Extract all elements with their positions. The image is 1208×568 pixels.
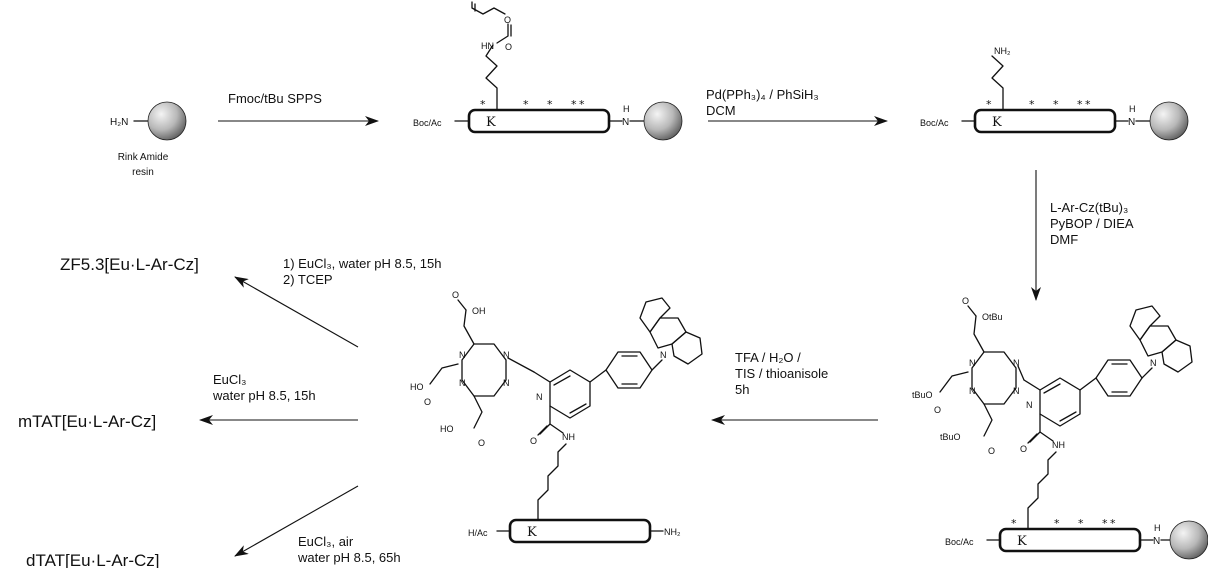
step3-line2: PyBOP / DIEA	[1050, 216, 1134, 231]
nh-h-3: H	[1154, 523, 1161, 533]
product-2-name: mTAT[Eu·L-Ar-Cz]	[18, 412, 156, 431]
ester-o-1b: O	[934, 405, 941, 415]
nh-n-3: N	[1153, 536, 1160, 547]
star-3a: *	[1011, 517, 1017, 530]
star-1b: *	[523, 98, 529, 111]
lys-4: K	[527, 525, 537, 540]
resin-caption-1: Rink Amide	[118, 152, 169, 163]
lys-nh2: NH₂	[994, 46, 1011, 56]
ester-o-1c: O	[988, 446, 995, 456]
step2-line1: Pd(PPh₃)₄ / PhSiH₃	[706, 87, 819, 102]
product-1-cond1: 1) EuCl₃, water pH 8.5, 15h	[283, 256, 441, 271]
lys-1: K	[486, 115, 496, 130]
amide-o-2: O	[530, 436, 537, 446]
acid-o-2b: O	[424, 397, 431, 407]
resin-bead-4	[1169, 520, 1208, 560]
alloc-o-ether: O	[504, 15, 511, 25]
cyclen-n-1a: N	[969, 358, 976, 368]
nh-n-1: N	[622, 117, 629, 128]
product-3-name: dTAT[Eu·L-Ar-Cz]	[26, 551, 160, 568]
cyclen-n-2c: N	[459, 378, 466, 388]
lys-3: K	[1017, 534, 1027, 549]
step1-label: Fmoc/tBu SPPS	[228, 91, 322, 106]
resin-bead-1	[147, 101, 187, 141]
protected-conjugate-resin: Boc/Ac K * * * * * H N NH O N N	[912, 296, 1208, 560]
pyridine-n-2: N	[536, 392, 543, 402]
nh-h-1: H	[623, 104, 630, 114]
acid-o-2a: O	[452, 290, 459, 300]
cyclen-n-2b: N	[503, 350, 510, 360]
product-3-cond1: EuCl₃, air	[298, 534, 354, 549]
resin-caption-2: resin	[132, 167, 154, 178]
star-3e: *	[1110, 517, 1116, 530]
step4-line1: TFA / H₂O /	[735, 350, 801, 365]
resin-bead-3	[1149, 101, 1189, 141]
alloc-hn: HN	[481, 41, 494, 51]
ester-o-1a: O	[962, 296, 969, 306]
star-2c: *	[1053, 98, 1059, 111]
acid-ho-2c: HO	[440, 424, 454, 434]
alloc-peptide-resin: Boc/Ac K * * * * * H N HN O O	[413, 1, 683, 141]
cyclen-n-1b: N	[1013, 358, 1020, 368]
acid-oh-2a: OH	[472, 306, 486, 316]
cap-h-ac: H/Ac	[468, 528, 488, 538]
free-conjugate: H/Ac K NH₂ NH O N N N N N N	[410, 290, 703, 544]
step3-line3: DMF	[1050, 232, 1078, 247]
amide-o-1: O	[1020, 444, 1027, 454]
arrow-product-1	[234, 276, 359, 348]
cap-boc-ac-3: Boc/Ac	[945, 537, 974, 547]
star-1d: *	[571, 98, 577, 111]
product-2-cond1: EuCl₃	[213, 372, 246, 387]
star-3b: *	[1054, 517, 1060, 530]
resin-bead-2	[643, 101, 683, 141]
step2-line2: DCM	[706, 103, 736, 118]
cyclen-n-2a: N	[459, 350, 466, 360]
lys-2: K	[992, 115, 1002, 130]
alloc-o-carbonyl: O	[505, 42, 512, 52]
carbazole-n-2: N	[660, 350, 667, 360]
amide-nh-1: NH	[1052, 440, 1065, 450]
ester-tbuo-1b: tBuO	[940, 432, 961, 442]
ester-tbuo-1a: tBuO	[912, 390, 933, 400]
star-2e: *	[1085, 98, 1091, 111]
product-2-cond2: water pH 8.5, 15h	[212, 388, 316, 403]
acid-o-2c: O	[478, 438, 485, 448]
cap-boc-ac-2: Boc/Ac	[920, 118, 949, 128]
nh-n-2: N	[1128, 117, 1135, 128]
star-2a: *	[986, 98, 992, 111]
cyclen-n-2d: N	[503, 378, 510, 388]
resin-nh2: H₂N	[110, 117, 128, 128]
amine-peptide-resin: Boc/Ac K * * * * * H N NH₂	[920, 46, 1189, 141]
product-1-name: ZF5.3[Eu·L-Ar-Cz]	[60, 255, 199, 274]
arrow-product-3	[234, 485, 359, 557]
carbazole-n-1: N	[1150, 358, 1157, 368]
step3-line1: L-Ar-Cz(tBu)₃	[1050, 200, 1128, 215]
star-3d: *	[1102, 517, 1108, 530]
star-1e: *	[579, 98, 585, 111]
cyclen-n-1d: N	[1013, 386, 1020, 396]
ester-otbu-1: OtBu	[982, 312, 1003, 322]
star-2b: *	[1029, 98, 1035, 111]
pyridine-n-1: N	[1026, 400, 1033, 410]
product-3-cond2: water pH 8.5, 65h	[297, 550, 401, 565]
star-3c: *	[1078, 517, 1084, 530]
c-term-nh2: NH₂	[664, 527, 681, 537]
nh-h-2: H	[1129, 104, 1136, 114]
amide-nh-2: NH	[562, 432, 575, 442]
star-2d: *	[1077, 98, 1083, 111]
product-1-cond2: 2) TCEP	[283, 272, 333, 287]
step4-line2: TIS / thioanisole	[735, 366, 828, 381]
step4-line3: 5h	[735, 382, 749, 397]
acid-ho-2b: HO	[410, 382, 424, 392]
star-1c: *	[547, 98, 553, 111]
star-1a: *	[480, 98, 486, 111]
cyclen-n-1c: N	[969, 386, 976, 396]
cap-boc-ac-1: Boc/Ac	[413, 118, 442, 128]
rink-amide-resin: H₂N Rink Amide resin	[110, 101, 187, 178]
